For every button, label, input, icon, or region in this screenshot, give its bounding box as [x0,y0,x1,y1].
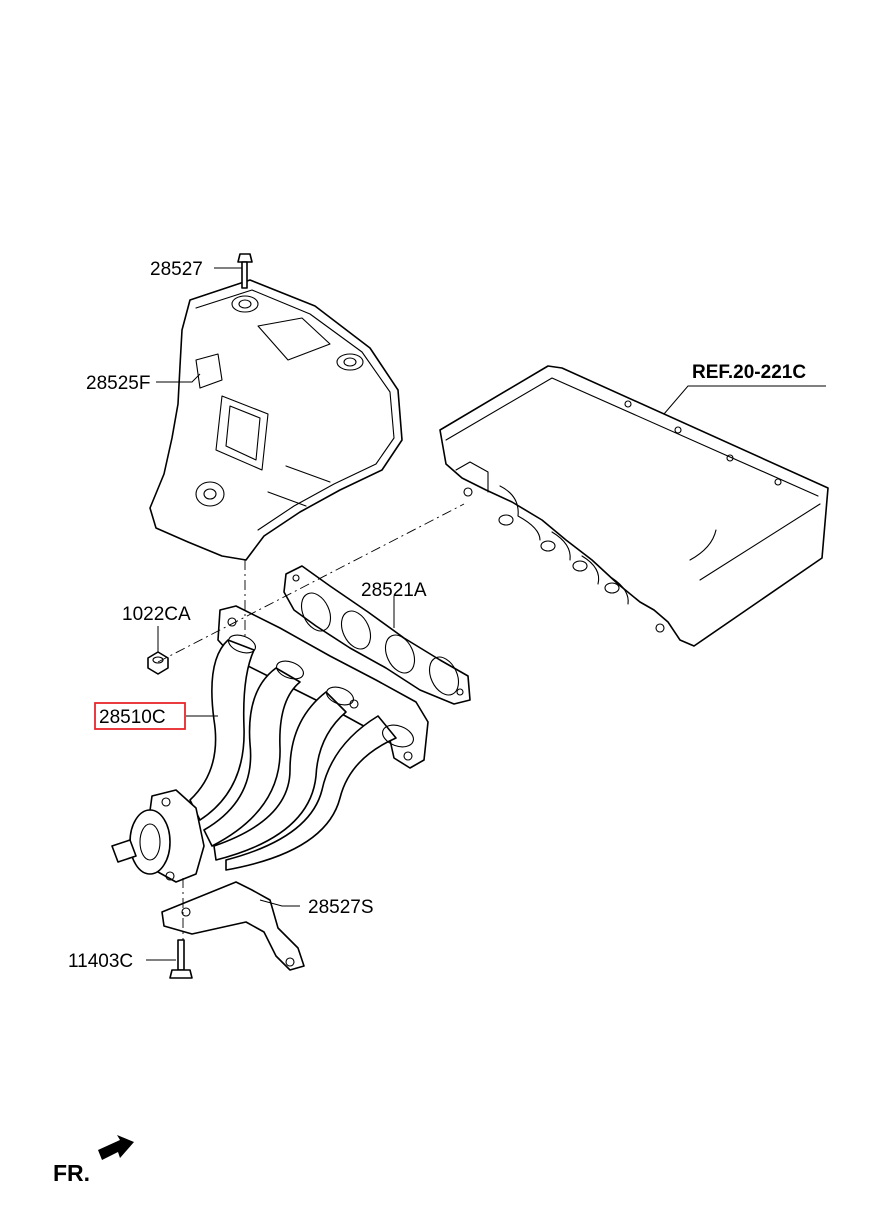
alignment-lines [157,503,465,940]
cylinder-head-drawing [439,365,829,647]
callout-28525f[interactable]: 28525F [86,373,150,394]
bracket-bolt-drawing [169,939,193,979]
manifold-gasket-drawing [283,565,471,705]
callout-28527[interactable]: 28527 [150,259,203,280]
front-arrow-icon [98,1135,134,1160]
callout-28521a[interactable]: 28521A [361,580,427,601]
leader-lines [146,267,826,961]
callout-28510c[interactable]: 28510C [99,707,166,728]
exhaust-manifold-drawing [111,605,429,883]
heat-protector-bolt-drawing [237,253,253,289]
bracket-drawing [161,881,305,971]
front-label: FR. [53,1160,90,1186]
heat-protector-drawing [149,279,403,561]
nut-drawing [147,651,169,675]
callout-11403c[interactable]: 11403C [68,951,133,972]
callout-1022ca[interactable]: 1022CA [122,604,191,625]
front-direction-marker: FR. [53,1135,134,1186]
callout-28527s[interactable]: 28527S [308,897,374,918]
callout-ref-cylinder-head[interactable]: REF.20-221C [692,362,806,383]
highlight-box [94,702,186,730]
